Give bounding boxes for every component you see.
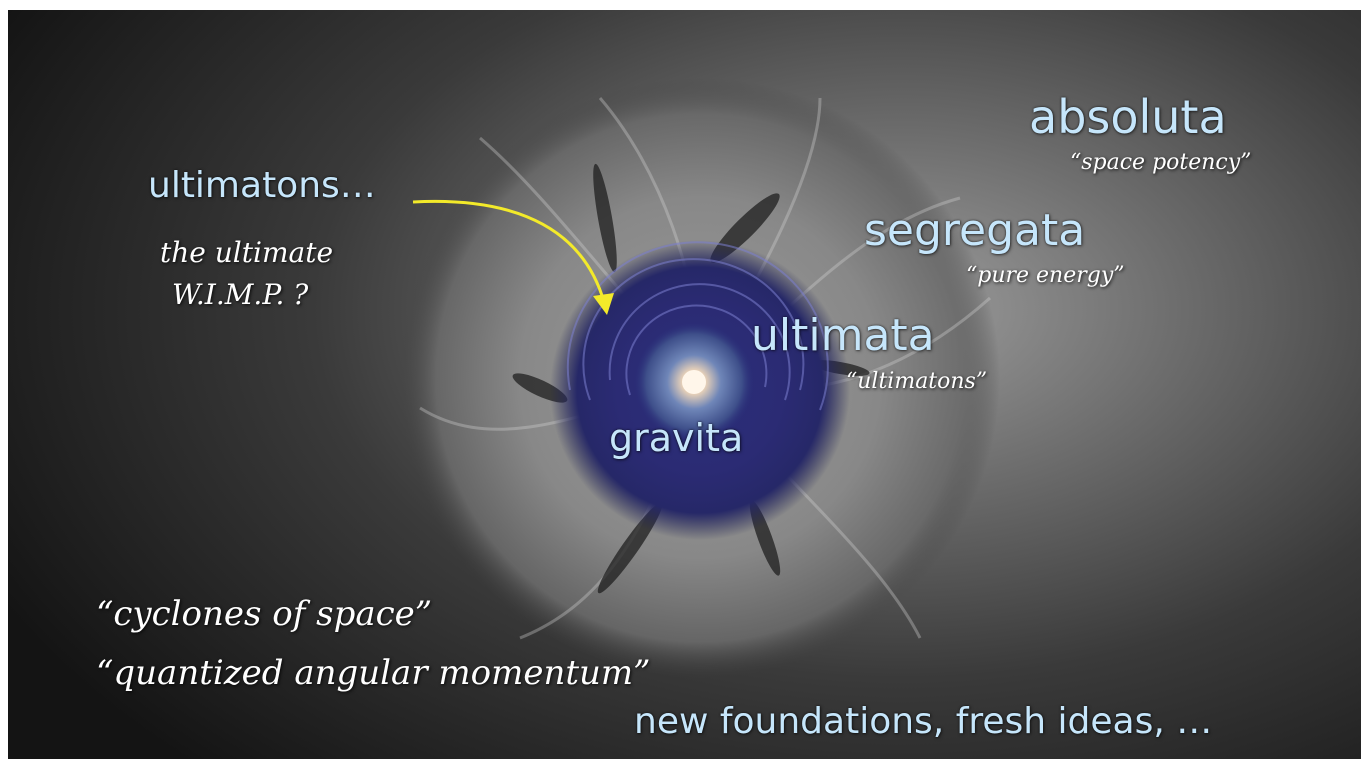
ultimata-caption: “ultimatons” [846,369,988,394]
quote-cyclones: “cyclones of space” [96,594,433,634]
quote-angular-momentum: “quantized angular momentum” [96,653,651,693]
ultimatons-label: ultimatons… [148,165,376,206]
wimp-line-1: the ultimate [160,236,334,269]
absoluta-label: absoluta [1029,90,1227,144]
wimp-line-2: W.I.M.P. ? [172,278,309,311]
segregata-caption: “pure energy” [966,263,1125,288]
ultimata-label: ultimata [751,310,935,361]
segregata-label: segregata [864,205,1086,256]
gravita-label: gravita [609,416,744,460]
absoluta-caption: “space potency” [1070,150,1252,175]
arrow-icon [412,199,614,315]
slide: absoluta “space potency” segregata “pure… [8,10,1361,759]
footer-tagline: new foundations, fresh ideas, … [634,701,1213,742]
